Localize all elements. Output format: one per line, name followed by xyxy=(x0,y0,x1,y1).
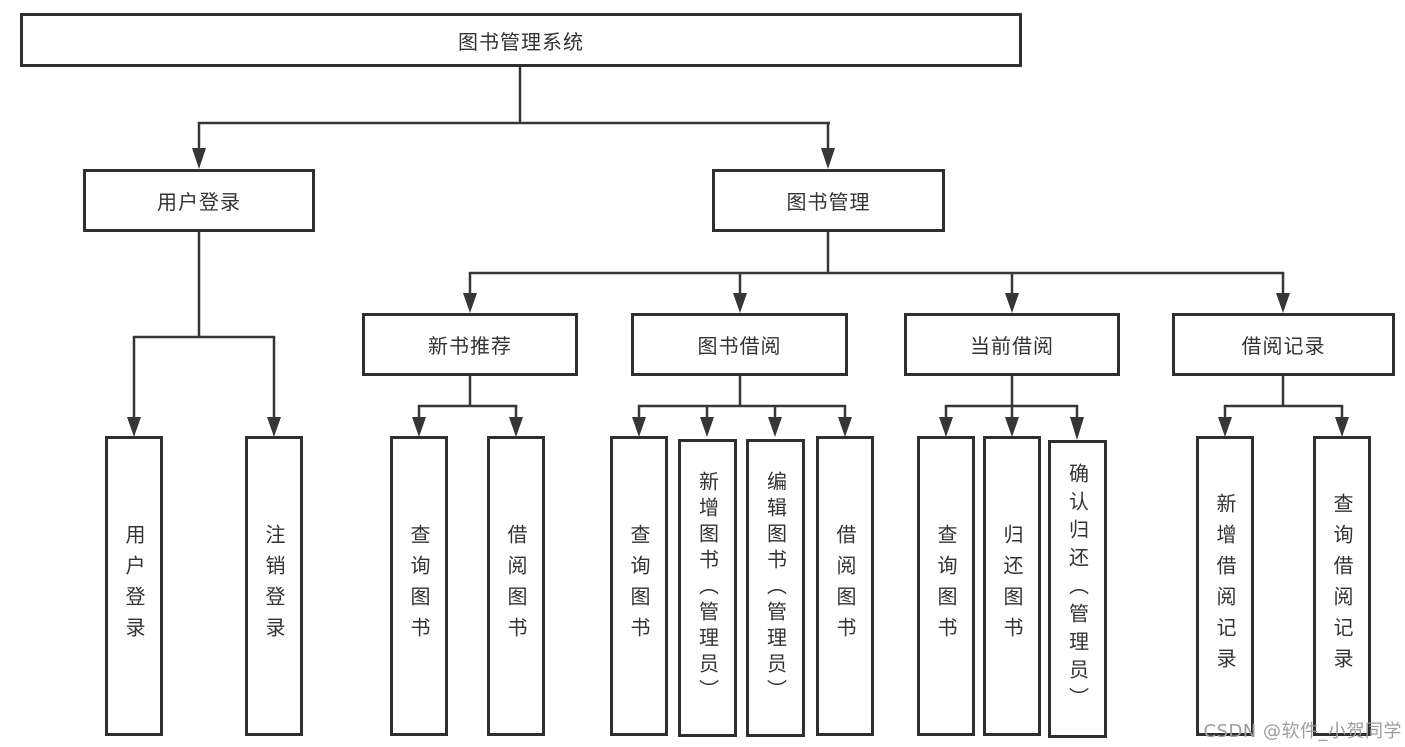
leaf-return-books-label: 归还图书 xyxy=(1000,524,1024,648)
arrowheads-level3 xyxy=(463,293,1290,313)
arrowheads-user-login xyxy=(127,417,281,437)
leaf-confirm-return-admin-label: 确认归还（管理员） xyxy=(1065,463,1090,715)
node-current-borrow: 当前借阅 xyxy=(904,313,1120,376)
connector-current-borrow-split xyxy=(944,376,1079,420)
node-new-book-recommend: 新书推荐 xyxy=(362,313,578,376)
arrowheads-records xyxy=(1218,417,1349,437)
arrowheads-book-borrow xyxy=(632,417,852,437)
arrowheads-level2 xyxy=(192,148,835,169)
connector-new-book-split xyxy=(417,376,518,420)
leaf-edit-books-admin-label: 编辑图书（管理员） xyxy=(763,471,788,705)
leaf-confirm-return-admin: 确认归还（管理员） xyxy=(1048,440,1107,738)
leaf-query-books-borrow-label: 查询图书 xyxy=(627,524,651,648)
node-root-label: 图书管理系统 xyxy=(458,29,584,54)
leaf-user-login: 用户登录 xyxy=(105,436,163,736)
leaf-add-borrow-record: 新增借阅记录 xyxy=(1196,436,1254,736)
node-root: 图书管理系统 xyxy=(20,13,1022,67)
node-book-borrow: 图书借阅 xyxy=(631,313,848,376)
leaf-logout: 注销登录 xyxy=(245,436,303,736)
leaf-borrow-books: 借阅图书 xyxy=(816,436,874,736)
leaf-query-borrow-record: 查询借阅记录 xyxy=(1313,436,1371,736)
leaf-borrow-books-recommend: 借阅图书 xyxy=(487,436,545,736)
node-borrow-records: 借阅记录 xyxy=(1172,313,1395,376)
arrowheads-new-book xyxy=(412,417,523,437)
connector-root-split xyxy=(197,67,830,152)
leaf-query-books-borrow: 查询图书 xyxy=(610,436,668,736)
leaf-query-borrow-record-label: 查询借阅记录 xyxy=(1330,493,1354,679)
node-user-login-label: 用户登录 xyxy=(157,190,241,214)
node-new-book-recommend-label: 新书推荐 xyxy=(428,334,512,358)
leaf-edit-books-admin: 编辑图书（管理员） xyxy=(746,439,805,737)
leaf-add-books-admin: 新增图书（管理员） xyxy=(678,439,737,737)
watermark: CSDN @软件_小贺同学 xyxy=(1203,721,1402,742)
node-book-borrow-label: 图书借阅 xyxy=(697,334,782,358)
leaf-logout-label: 注销登录 xyxy=(262,524,286,648)
leaf-query-books-current-label: 查询图书 xyxy=(934,524,958,648)
arrowheads-current-borrow xyxy=(939,417,1084,440)
node-borrow-records-label: 借阅记录 xyxy=(1241,334,1326,358)
leaf-borrow-books-recommend-label: 借阅图书 xyxy=(504,524,528,648)
leaf-add-books-admin-label: 新增图书（管理员） xyxy=(695,471,720,705)
leaf-user-login-label: 用户登录 xyxy=(122,524,146,648)
node-book-management: 图书管理 xyxy=(712,169,945,232)
leaf-query-books-recommend: 查询图书 xyxy=(390,436,448,736)
node-current-borrow-label: 当前借阅 xyxy=(970,334,1054,358)
leaf-borrow-books-label: 借阅图书 xyxy=(833,524,857,648)
connector-records-split xyxy=(1223,376,1344,420)
connector-book-mgmt-split xyxy=(468,232,1285,296)
leaf-query-books-recommend-label: 查询图书 xyxy=(407,524,431,648)
node-user-login: 用户登录 xyxy=(83,169,315,232)
leaf-return-books: 归还图书 xyxy=(983,436,1041,736)
leaf-query-books-current: 查询图书 xyxy=(917,436,975,736)
node-book-management-label: 图书管理 xyxy=(786,190,871,214)
leaf-add-borrow-record-label: 新增借阅记录 xyxy=(1213,493,1237,679)
connector-user-login-split xyxy=(132,232,276,420)
connector-book-borrow-split xyxy=(637,376,847,420)
